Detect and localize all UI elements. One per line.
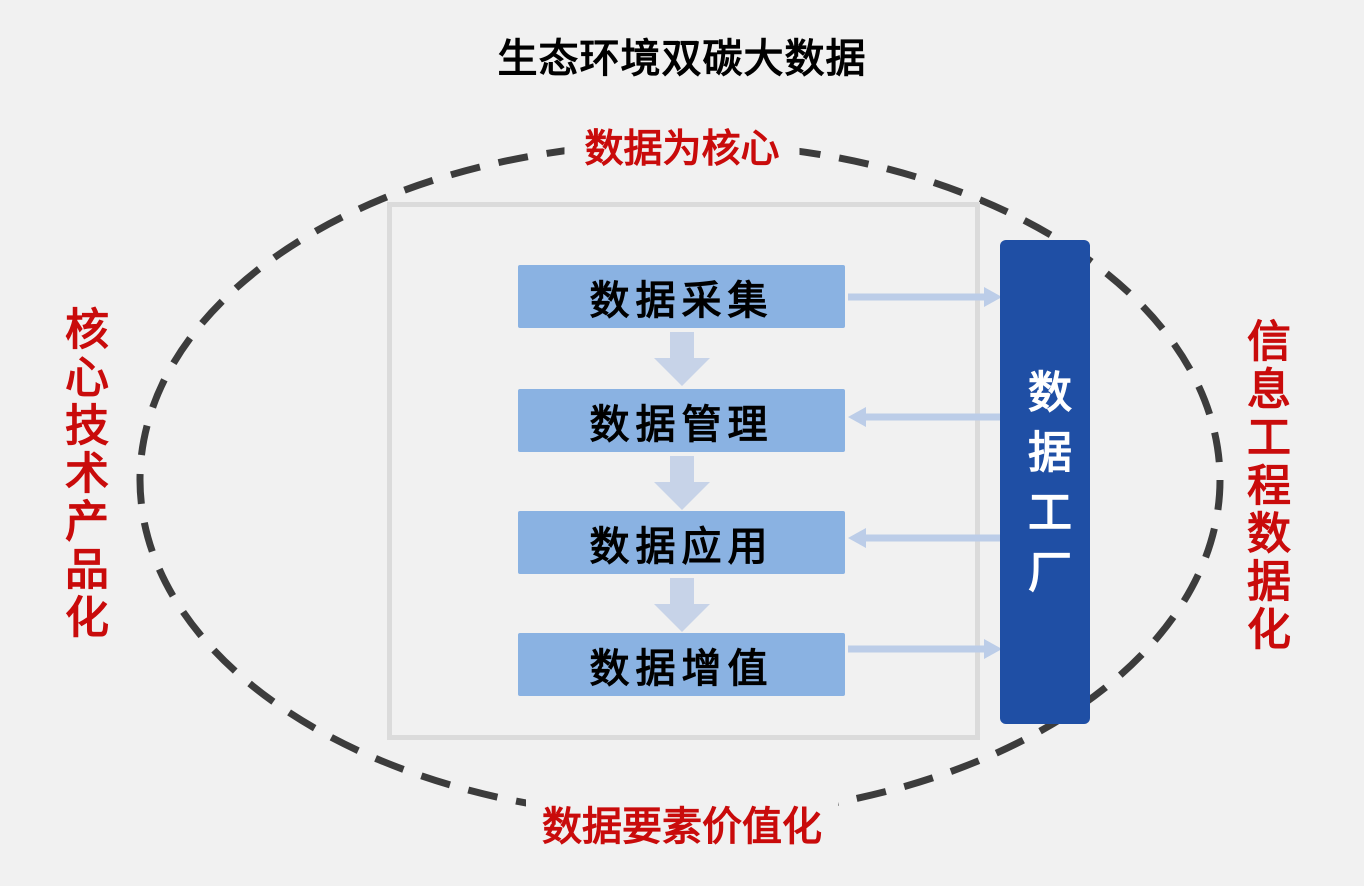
arrow-left-icon bbox=[848, 407, 1002, 427]
label-data-element-valorization: 数据要素价值化 bbox=[526, 794, 838, 852]
arrow-down-icon bbox=[654, 456, 710, 510]
arrow-down-icon bbox=[654, 332, 710, 386]
step-box-data-value-add: 数据增值 bbox=[518, 633, 845, 696]
label-core-tech-productization: 核心技术产品化 bbox=[58, 306, 107, 642]
process-frame bbox=[387, 202, 980, 740]
arrow-down-icon bbox=[654, 578, 710, 632]
arrow-right-icon bbox=[848, 287, 1002, 307]
step-box-data-collection: 数据采集 bbox=[518, 265, 845, 328]
label-info-engineering-dataization: 信息工程数据化 bbox=[1240, 318, 1289, 654]
arrow-right-icon bbox=[848, 639, 1002, 659]
step-box-data-management: 数据管理 bbox=[518, 389, 845, 452]
page-title: 生态环境双碳大数据 bbox=[497, 37, 867, 81]
step-box-data-application: 数据应用 bbox=[518, 511, 845, 574]
factory-box-label: 数据工厂 bbox=[1021, 369, 1070, 609]
label-data-as-core: 数据为核心 bbox=[564, 118, 800, 174]
factory-box: 数据工厂 bbox=[1000, 240, 1090, 724]
arrow-left-icon bbox=[848, 528, 1002, 548]
